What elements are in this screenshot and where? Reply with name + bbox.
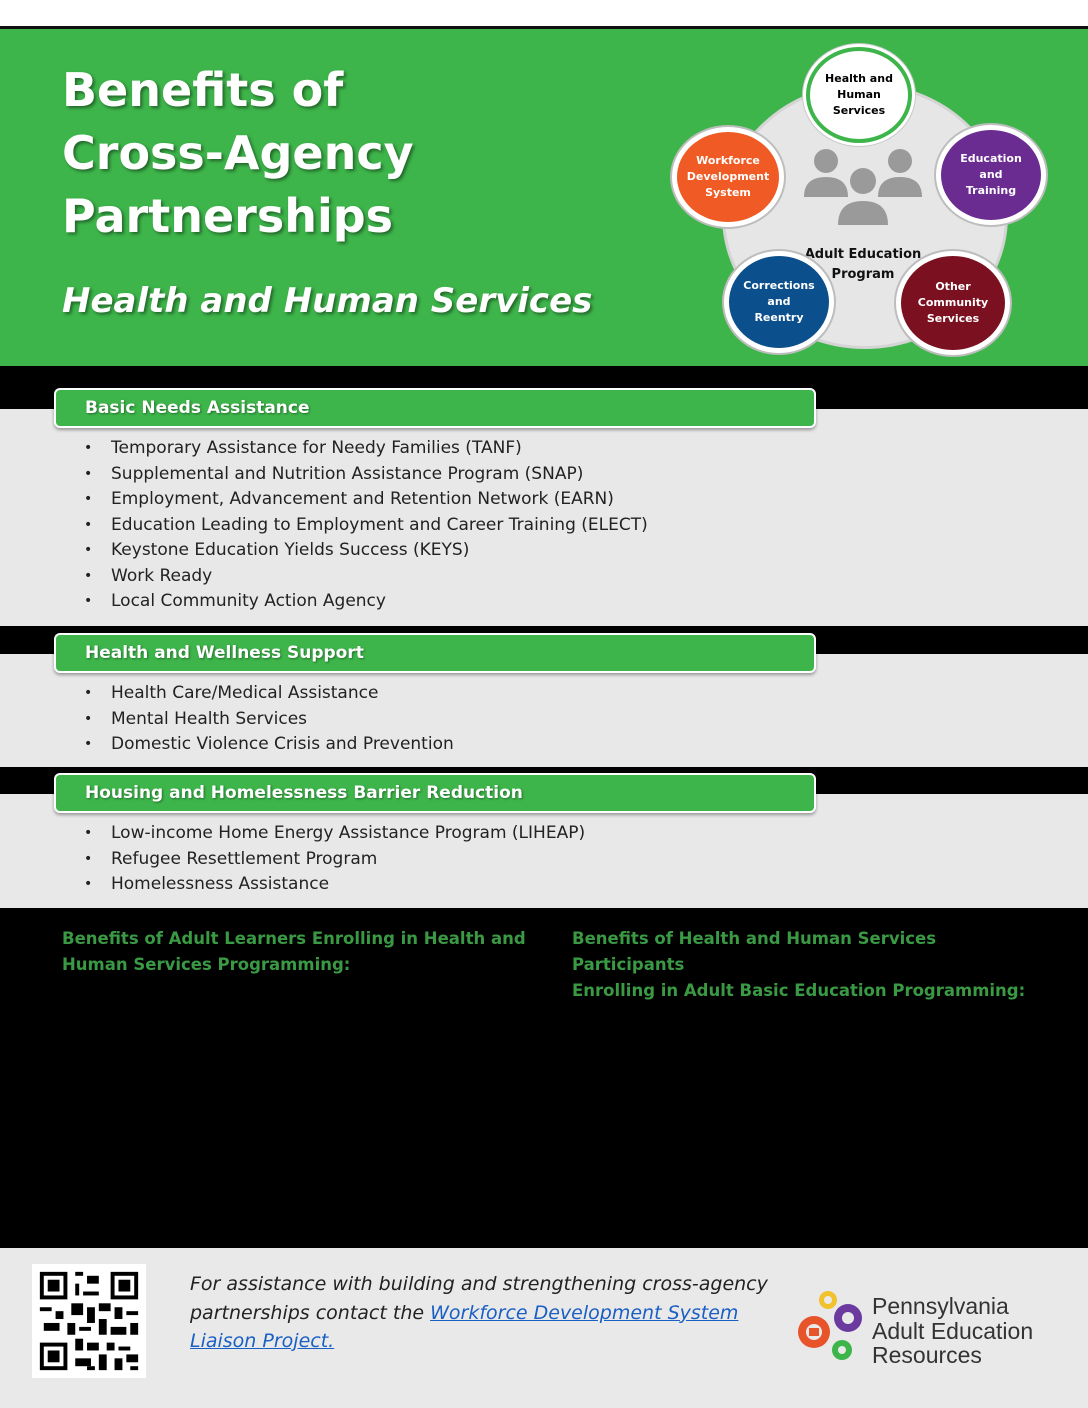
list-item: Low-income Home Energy Assistance Progra… bbox=[84, 821, 585, 847]
benefits-hhs-participants-heading: Benefits of Health and Human Services Pa… bbox=[572, 929, 1026, 1000]
list-item: Homelessness Assistance bbox=[84, 872, 585, 898]
footer: For assistance with building and strengt… bbox=[0, 1248, 1088, 1408]
list-item: Work Ready bbox=[84, 564, 648, 590]
list-item: Education Leading to Employment and Care… bbox=[84, 513, 648, 539]
list-item: Domestic Violence Crisis and Prevention bbox=[84, 732, 454, 758]
health-wellness-list: Health Care/Medical Assistance Mental He… bbox=[84, 681, 454, 758]
list-item: Mental Health Services bbox=[84, 707, 454, 733]
qr-code-icon[interactable] bbox=[32, 1264, 146, 1378]
liaison-project-link[interactable]: Workforce Development System Liaison Pro… bbox=[190, 1301, 739, 1353]
header-banner: Benefits of Cross-Agency Partnerships He… bbox=[0, 29, 1088, 366]
top-rule bbox=[0, 26, 1088, 29]
list-item: Refugee Resettlement Program bbox=[84, 847, 585, 873]
benefits-adult-learners-heading: Benefits of Adult Learners Enrolling in … bbox=[62, 929, 526, 974]
page-subtitle: Health and Human Services bbox=[62, 281, 593, 321]
housing-list: Low-income Home Energy Assistance Progra… bbox=[84, 821, 585, 898]
people-group-icon bbox=[804, 149, 922, 225]
hub-label: Adult Education Program bbox=[804, 247, 922, 282]
gears-logo-icon bbox=[798, 1291, 862, 1360]
section-header-health-wellness: Health and Wellness Support bbox=[54, 633, 816, 673]
pa-adult-education-logo-text: Pennsylvania Adult Education Resources bbox=[872, 1293, 1034, 1368]
list-item: Supplemental and Nutrition Assistance Pr… bbox=[84, 462, 648, 488]
benefits-panel bbox=[0, 908, 1088, 1248]
footer-contact-text: For assistance with building and strengt… bbox=[190, 1273, 768, 1353]
list-item: Employment, Advancement and Retention Ne… bbox=[84, 487, 648, 513]
list-item: Temporary Assistance for Needy Families … bbox=[84, 436, 648, 462]
list-item: Keystone Education Yields Success (KEYS) bbox=[84, 538, 648, 564]
section-header-housing: Housing and Homelessness Barrier Reducti… bbox=[54, 773, 816, 813]
basic-needs-list: Temporary Assistance for Needy Families … bbox=[84, 436, 648, 615]
list-item: Local Community Action Agency bbox=[84, 589, 648, 615]
list-item: Health Care/Medical Assistance bbox=[84, 681, 454, 707]
page-title: Benefits of Cross-Agency Partnerships bbox=[62, 63, 414, 243]
section-header-basic-needs: Basic Needs Assistance bbox=[54, 388, 816, 428]
